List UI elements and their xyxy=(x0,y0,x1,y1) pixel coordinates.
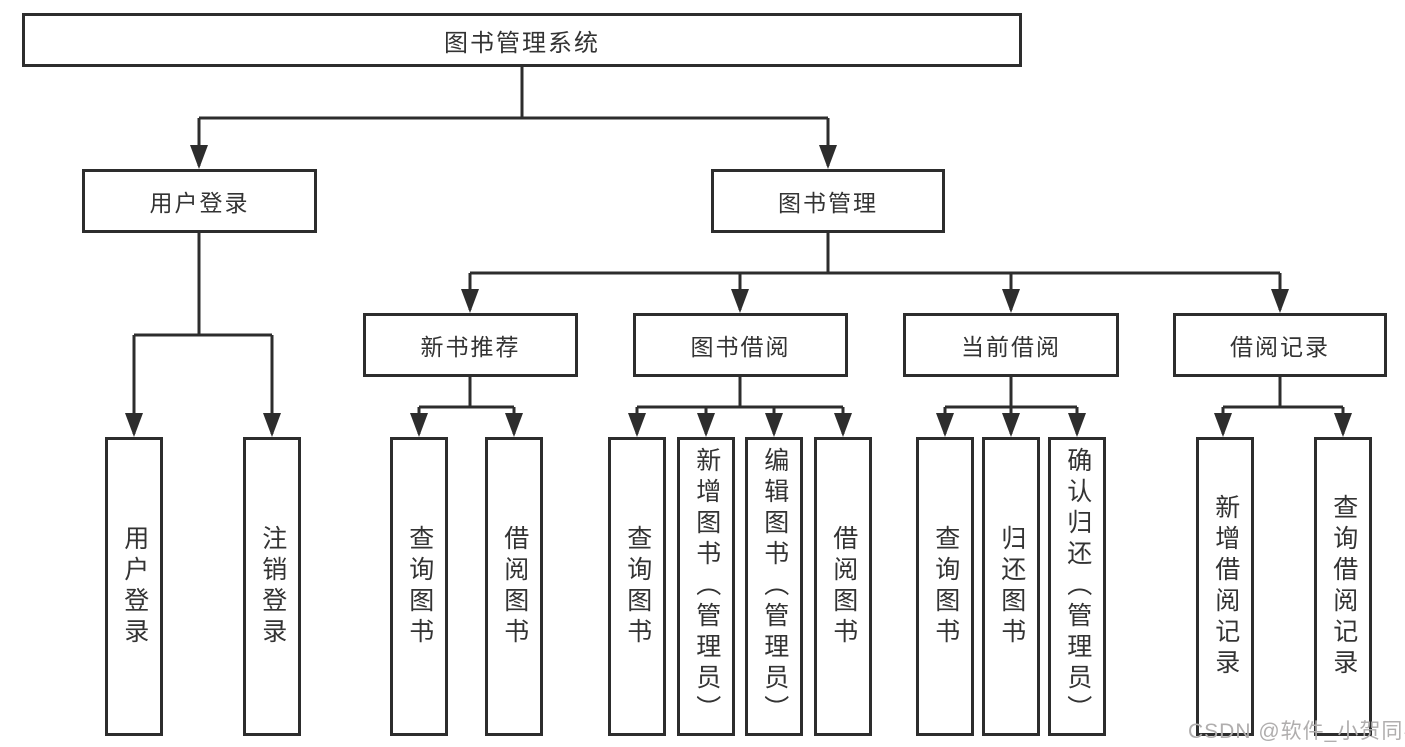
arrow-down-icon xyxy=(731,289,749,313)
node-book-borrowing-label: 图书借阅 xyxy=(690,334,791,360)
leaf-query-books-2-label: 查询图书 xyxy=(623,524,652,649)
leaf-return-books-label: 归还图书 xyxy=(997,524,1026,649)
leaf-user-login-label: 用户登录 xyxy=(120,524,149,649)
node-current-borrowing: 当前借阅 xyxy=(903,313,1119,377)
leaf-query-books-3: 查询图书 xyxy=(916,437,974,736)
leaf-logout-label: 注销登录 xyxy=(258,524,287,649)
leaf-logout: 注销登录 xyxy=(243,437,301,736)
node-library-management-system-label: 图书管理系统 xyxy=(444,29,600,57)
connector-bookmgmt-to-level3 xyxy=(468,233,1282,310)
connector-root-to-level2 xyxy=(197,67,830,166)
leaf-query-borrow-record: 查询借阅记录 xyxy=(1314,437,1372,736)
leaf-query-books-1-label: 查询图书 xyxy=(405,524,434,649)
leaf-query-books-2: 查询图书 xyxy=(608,437,666,736)
arrow-down-icon xyxy=(505,413,523,437)
arrow-down-icon xyxy=(1334,413,1352,437)
leaf-query-books-3-label: 查询图书 xyxy=(931,524,960,649)
arrow-down-icon xyxy=(765,413,783,437)
leaf-query-borrow-record-label: 查询借阅记录 xyxy=(1329,493,1358,680)
arrow-down-icon xyxy=(819,145,837,169)
connector-records-to-leaves xyxy=(1221,377,1345,434)
connector-userlogin-to-leaves xyxy=(132,233,274,434)
node-book-management-label: 图书管理 xyxy=(778,190,878,216)
leaf-borrow-books-2-label: 借阅图书 xyxy=(829,524,858,649)
arrow-down-icon xyxy=(125,413,143,437)
node-borrow-records: 借阅记录 xyxy=(1173,313,1387,377)
arrow-down-icon xyxy=(936,413,954,437)
leaf-user-login: 用户登录 xyxy=(105,437,163,736)
leaf-add-borrow-record: 新增借阅记录 xyxy=(1196,437,1254,736)
arrow-down-icon xyxy=(1271,289,1289,313)
arrow-down-icon xyxy=(263,413,281,437)
leaf-return-books: 归还图书 xyxy=(982,437,1040,736)
arrow-down-icon xyxy=(1002,413,1020,437)
node-new-book-recommend-label: 新书推荐 xyxy=(420,334,521,360)
node-book-borrowing: 图书借阅 xyxy=(633,313,848,377)
connector-bookborrow-to-leaves xyxy=(635,377,845,434)
node-borrow-records-label: 借阅记录 xyxy=(1230,334,1330,360)
leaf-add-book-admin: 新增图书（管理员） xyxy=(677,437,735,736)
arrow-down-icon xyxy=(410,413,428,437)
arrow-down-icon xyxy=(461,289,479,313)
node-library-management-system: 图书管理系统 xyxy=(22,13,1022,67)
leaf-borrow-books-2: 借阅图书 xyxy=(814,437,872,736)
leaf-borrow-books-1-label: 借阅图书 xyxy=(500,524,529,649)
arrow-down-icon xyxy=(1214,413,1232,437)
leaf-borrow-books-1: 借阅图书 xyxy=(485,437,543,736)
node-user-login-label: 用户登录 xyxy=(149,190,250,216)
arrowhead-group xyxy=(125,145,1352,437)
leaf-edit-book-admin-label: 编辑图书（管理员） xyxy=(760,447,789,726)
node-current-borrowing-label: 当前借阅 xyxy=(961,334,1061,360)
arrow-down-icon xyxy=(1068,413,1086,437)
node-new-book-recommend: 新书推荐 xyxy=(363,313,578,377)
leaf-query-books-1: 查询图书 xyxy=(390,437,448,736)
arrow-down-icon xyxy=(697,413,715,437)
leaf-confirm-return-admin: 确认归还（管理员） xyxy=(1048,437,1106,736)
arrow-down-icon xyxy=(834,413,852,437)
node-user-login: 用户登录 xyxy=(82,169,317,233)
csdn-watermark: CSDN @软件_小贺同学 xyxy=(1188,720,1405,743)
arrow-down-icon xyxy=(190,145,208,169)
leaf-add-book-admin-label: 新增图书（管理员） xyxy=(692,447,721,726)
connector-newbook-to-leaves xyxy=(417,377,516,434)
leaf-confirm-return-admin-label: 确认归还（管理员） xyxy=(1063,447,1092,726)
leaf-add-borrow-record-label: 新增借阅记录 xyxy=(1211,493,1240,680)
node-book-management: 图书管理 xyxy=(711,169,945,233)
leaf-edit-book-admin: 编辑图书（管理员） xyxy=(745,437,803,736)
arrow-down-icon xyxy=(1002,289,1020,313)
arrow-down-icon xyxy=(628,413,646,437)
